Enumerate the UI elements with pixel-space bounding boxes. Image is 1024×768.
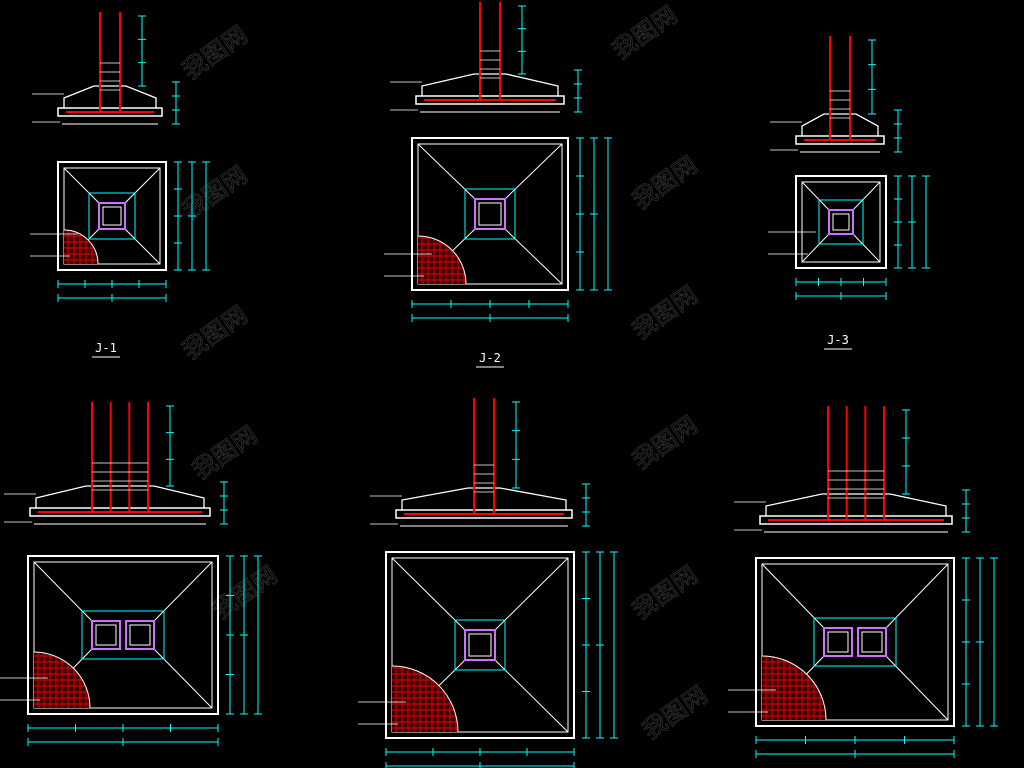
slope-line [885, 563, 949, 629]
section-view [370, 398, 590, 527]
footing-slope [63, 85, 157, 108]
plan-view [768, 175, 930, 300]
slope-line [124, 228, 161, 265]
slope-line [852, 233, 881, 263]
footing-inner-outline [63, 167, 161, 265]
plan-view [0, 555, 262, 746]
hatch-fill [64, 230, 98, 264]
hatch-boundary [63, 229, 99, 265]
column-section [857, 627, 887, 657]
column-pedestal [464, 188, 516, 240]
column-core [478, 202, 502, 226]
column-section [823, 627, 853, 657]
footing-inner-outline [391, 557, 569, 733]
slope-line [801, 181, 830, 211]
slope-line [494, 659, 569, 733]
slope-line [63, 167, 100, 204]
column-section [91, 620, 121, 650]
hatch-boundary [391, 665, 459, 733]
footing-slope [801, 113, 879, 136]
column-core [468, 633, 492, 657]
column-section [464, 629, 496, 661]
footing-detail-j-4 [0, 402, 262, 746]
slope-line [801, 233, 830, 263]
column-section [98, 202, 126, 230]
slope-line [391, 557, 466, 631]
footings-layer: J-1J-2 J-3 [0, 2, 998, 768]
section-view [32, 12, 180, 125]
footing-slope [401, 487, 567, 510]
footing-label: J-2 [479, 351, 501, 365]
footing-slab [795, 135, 885, 145]
footing-inner-outline [417, 143, 563, 285]
plan-view [30, 161, 210, 302]
column-section [828, 209, 854, 235]
footing-detail-j-3: J-3 [768, 36, 930, 350]
footing-detail-j-5 [358, 398, 618, 768]
rebar-hatch [34, 652, 90, 708]
footing-outline [27, 555, 219, 715]
slope-line [885, 655, 949, 721]
footing-inner-outline [761, 563, 949, 721]
column-core [861, 631, 883, 653]
footing-outline [795, 175, 887, 269]
section-view [390, 2, 582, 113]
column-pedestal [81, 610, 165, 660]
footing-outline [411, 137, 569, 291]
rebar-hatch [762, 656, 826, 720]
column-pedestal [88, 192, 136, 240]
footing-detail-j-6 [728, 406, 998, 758]
column-section [125, 620, 155, 650]
column-pedestal [454, 619, 506, 671]
footing-outline [57, 161, 167, 271]
footing-detail-j-1: J-1 [30, 12, 210, 358]
hatch-boundary [33, 651, 91, 709]
column-core [95, 624, 117, 646]
slope-line [852, 181, 881, 211]
footing-outline [755, 557, 955, 727]
column-core [832, 213, 850, 231]
section-view [4, 402, 228, 525]
column-section [474, 198, 506, 230]
footing-slab [395, 509, 573, 519]
slope-line [761, 563, 825, 629]
footing-slope [35, 485, 205, 508]
footing-slab [415, 95, 565, 105]
footing-outline [385, 551, 575, 739]
column-core [827, 631, 849, 653]
column-core [129, 624, 151, 646]
rebar-hatch [64, 230, 98, 264]
footing-inner-outline [33, 561, 213, 709]
footing-slope [765, 493, 947, 516]
footing-label: J-3 [827, 333, 849, 347]
footing-slab [759, 515, 953, 525]
footing-inner-outline [801, 181, 881, 263]
hatch-boundary [417, 235, 467, 285]
slope-line [494, 557, 569, 631]
footing-slope [421, 73, 559, 96]
hatch-boundary [761, 655, 827, 721]
footing-label: J-1 [95, 341, 117, 355]
plan-view [728, 557, 998, 758]
column-pedestal [813, 617, 897, 667]
section-view [770, 36, 902, 153]
column-core [102, 206, 122, 226]
slope-line [124, 167, 161, 204]
section-view [734, 406, 970, 533]
footing-slab [29, 507, 211, 517]
column-pedestal [818, 199, 864, 245]
footing-slab [57, 107, 163, 117]
hatch-fill [418, 236, 466, 284]
